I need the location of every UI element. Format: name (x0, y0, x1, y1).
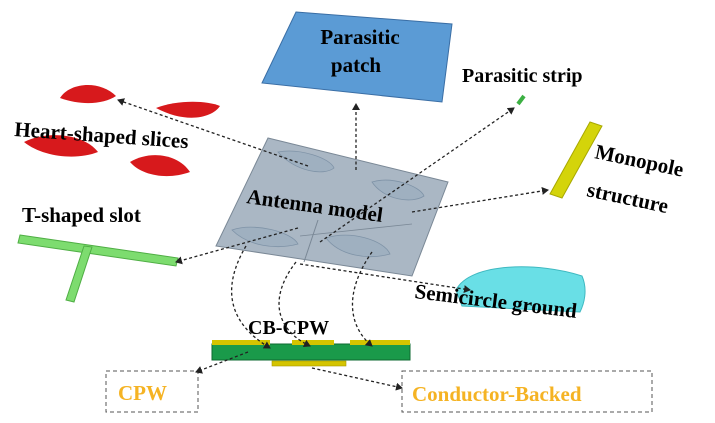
cpw-label: CPW (118, 381, 167, 405)
monopole-label-2: structure (585, 177, 671, 218)
dashed-arrows (117, 98, 549, 391)
monopole-structure (549, 121, 603, 199)
conductor-backed-label: Conductor-Backed (412, 382, 582, 406)
conductor-backed-box (401, 370, 653, 413)
monopole-label-1: Monopole (593, 139, 686, 181)
cb-cpw-cross-section (211, 340, 411, 367)
t-shaped-slot (17, 234, 179, 303)
t-slot-label: T-shaped slot (22, 203, 141, 227)
parasitic-patch (261, 11, 453, 103)
semicircle-ground (455, 266, 586, 313)
parasitic-strip-label: Parasitic strip (462, 65, 583, 87)
parasitic-patch-label-1: Parasitic (320, 25, 399, 49)
cb-cpw-label: CB-CPW (248, 317, 329, 339)
heart-shaped-slices (24, 84, 220, 177)
cpw-box (105, 370, 199, 413)
parasitic-strip (516, 94, 526, 106)
parasitic-patch-label-2: patch (331, 53, 381, 77)
